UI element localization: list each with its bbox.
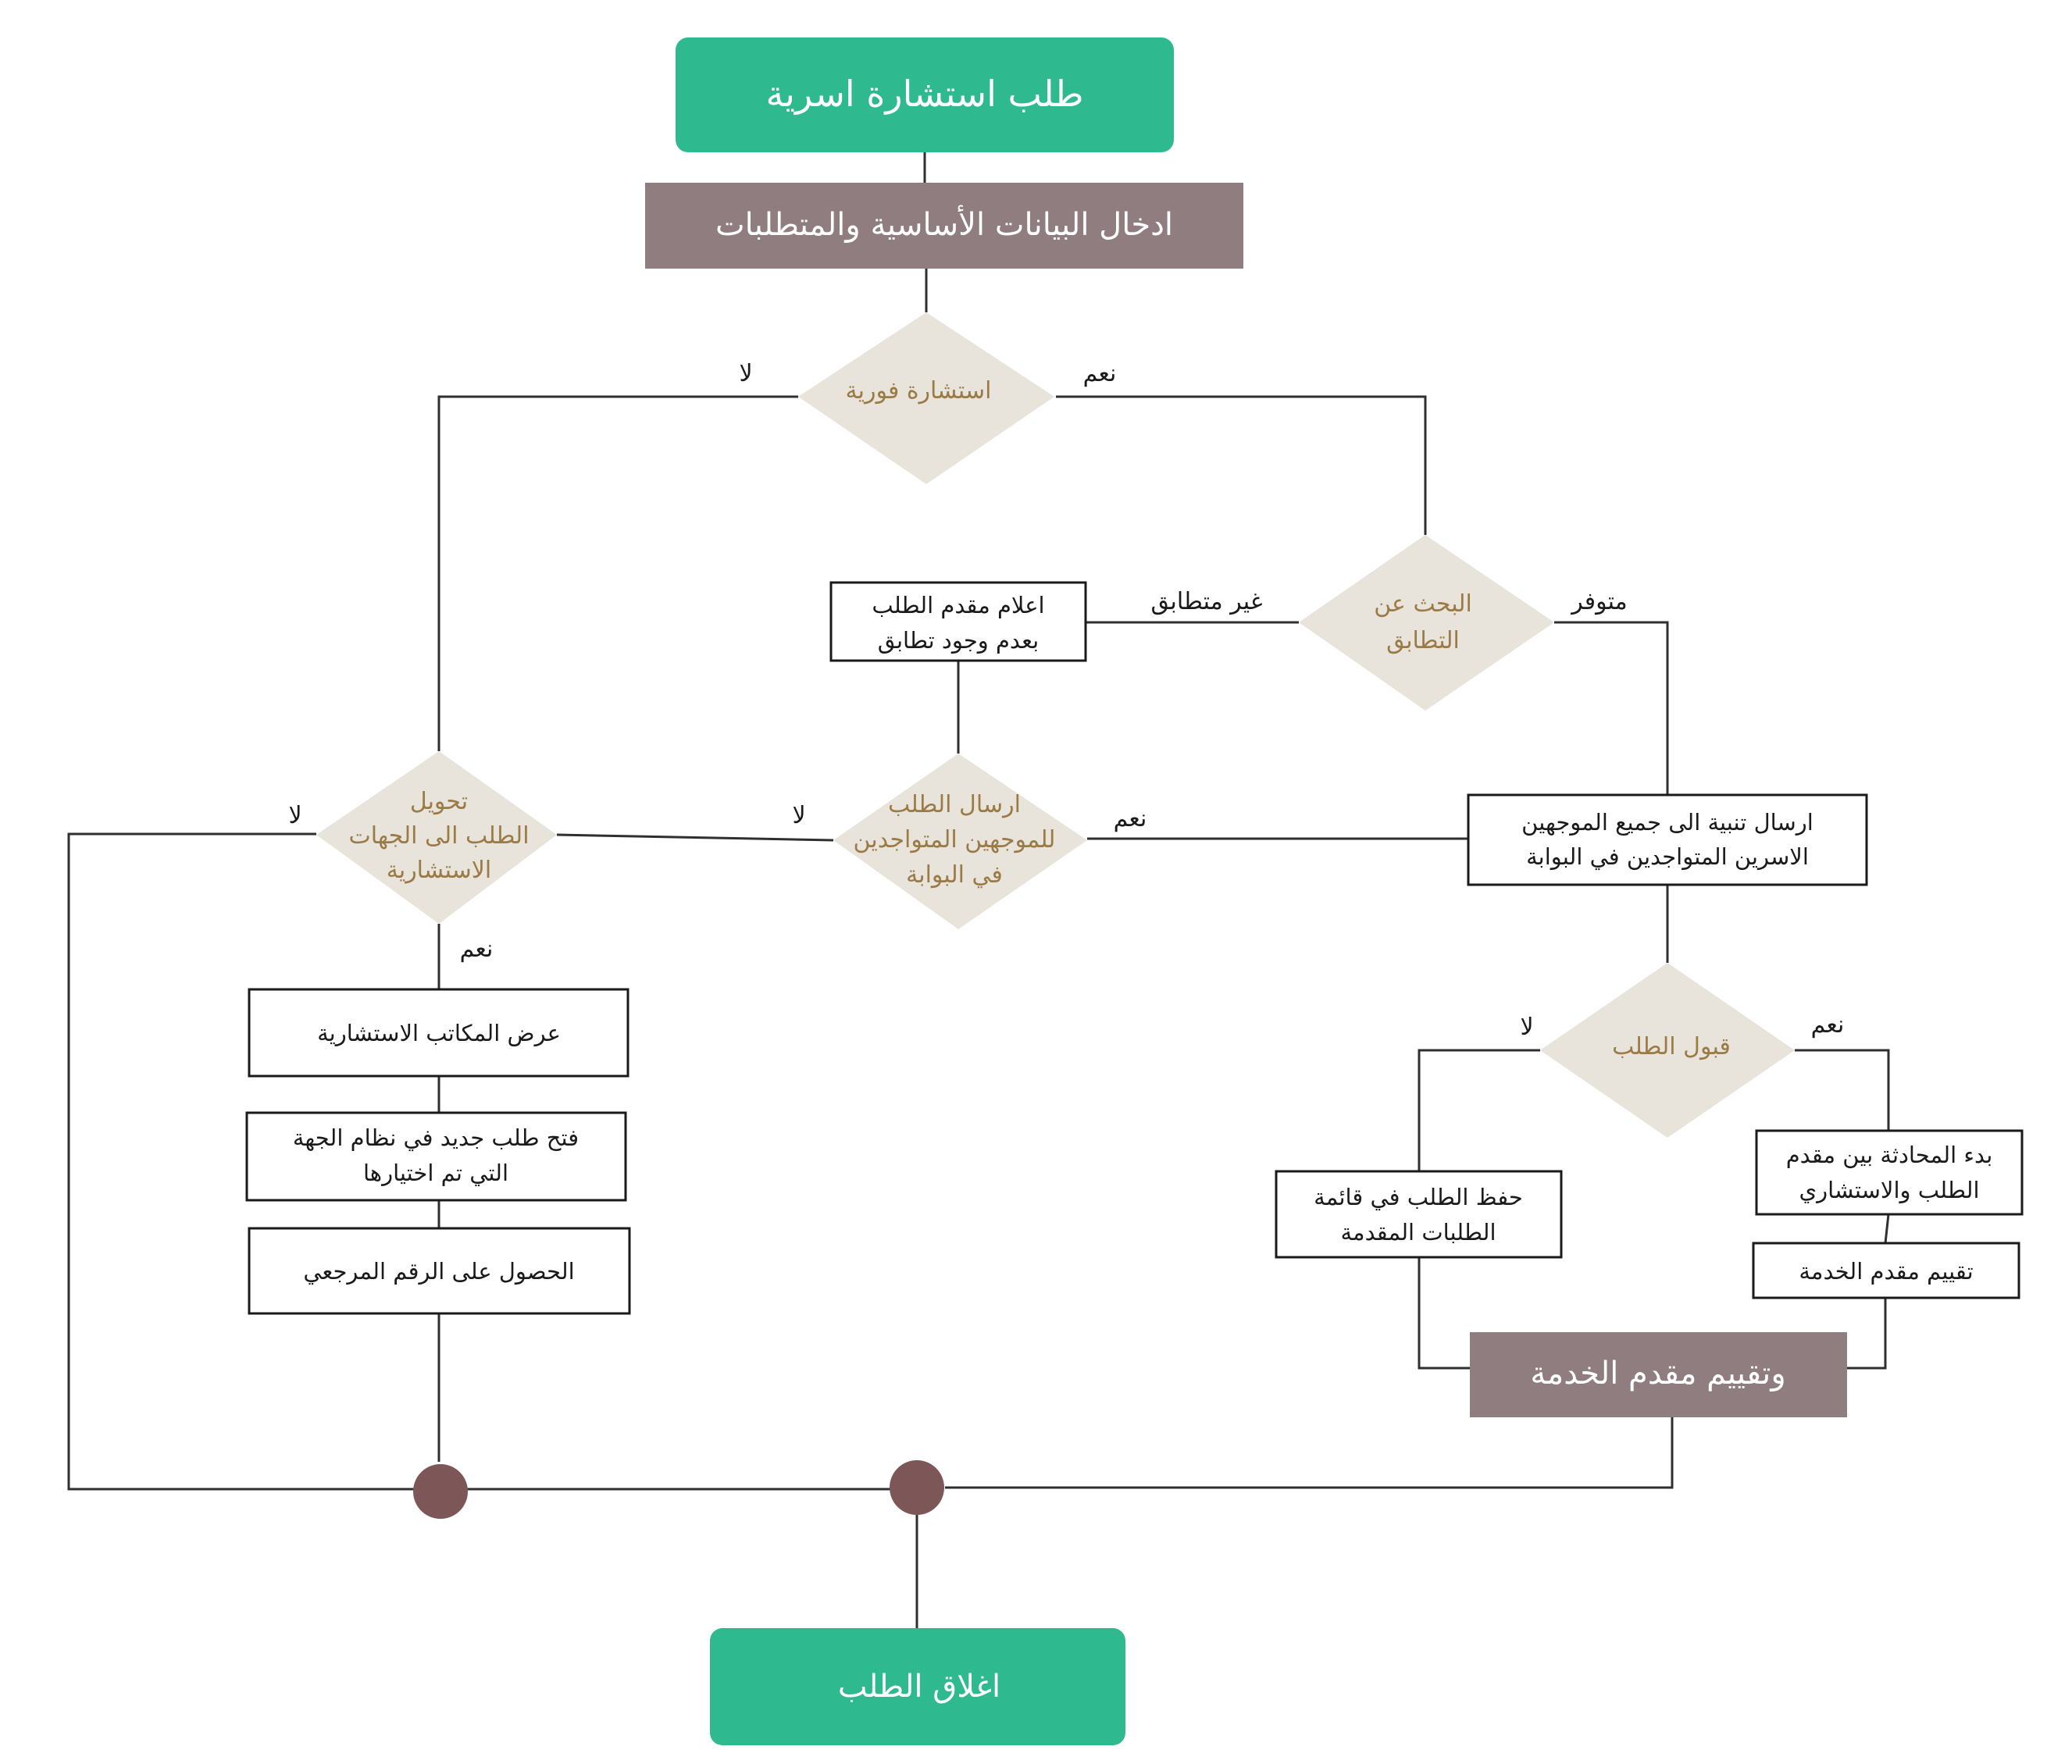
alert-all-counselors-box-shape	[1467, 793, 1868, 886]
label-available: متوفر	[1570, 588, 1628, 615]
start-chat-line2: الطلب والاستشاري	[1799, 1177, 1979, 1203]
decision-accept-request-shape	[1540, 963, 1795, 1138]
show-offices-label: عرض المكاتب الاستشارية	[317, 1020, 561, 1046]
get-reference-number-box-shape	[248, 1227, 631, 1315]
open-new-request-box-shape	[245, 1111, 627, 1202]
start-terminal-shape	[676, 37, 1174, 152]
save-request-line1: حفظ الطلب في قائمة	[1314, 1184, 1523, 1211]
decision-matching-search-shape	[1299, 535, 1554, 711]
start-chat-box-shape	[1755, 1129, 2024, 1216]
decision-accept-request-label: قبول الطلب	[1612, 1033, 1731, 1060]
decision-instant-consultation-shape	[798, 312, 1054, 484]
connector-lines	[67, 152, 1890, 1628]
decision-send-request-shape	[833, 754, 1087, 929]
input-data-process-shape	[645, 183, 1243, 269]
start-chat-line1: بدء المحادثة بين مقدم	[1786, 1142, 1993, 1168]
label-transfer-yes: نعم	[460, 935, 494, 963]
alert-all-counselors-line1: ارسال تنبية الى جميع الموجهين	[1521, 809, 1813, 836]
decision-transfer-line1: تحويل	[410, 788, 468, 815]
decision-send-line2: للموجهين المتواجدين	[854, 826, 1056, 853]
decision-matching-search: البحث عن التطابق	[1299, 535, 1554, 711]
label-accept-yes: نعم	[1811, 1011, 1845, 1039]
label-transfer-no: لا	[288, 802, 301, 829]
notify-no-match-line2: بعدم وجود تطابق	[878, 627, 1039, 654]
get-reference-number-box: الحصول على الرقم المرجعي	[248, 1227, 631, 1315]
start-terminal-label: طلب استشارة اسرية	[766, 73, 1084, 116]
decision-instant-consultation: استشارة فورية	[798, 312, 1054, 484]
save-request-line2: الطلبات المقدمة	[1340, 1219, 1496, 1245]
rate-provider-process-label: وتقييم مقدم الخدمة	[1530, 1356, 1785, 1392]
rate-provider-box: تقييم مقدم الخدمة	[1752, 1242, 2020, 1299]
junction-right	[890, 1460, 944, 1515]
label-accept-no: لا	[1520, 1014, 1533, 1041]
open-new-request-line1: فتح طلب جديد في نظام الجهة	[293, 1124, 579, 1152]
rate-provider-process: وتقييم مقدم الخدمة	[1470, 1332, 1847, 1417]
show-offices-box: عرض المكاتب الاستشارية	[248, 988, 629, 1078]
decision-send-request: ارسال الطلب للموجهين المتواجدين في البوا…	[833, 754, 1087, 929]
end-terminal: اغلاق الطلب	[710, 1628, 1125, 1745]
label-send-yes: نعم	[1114, 805, 1147, 832]
end-terminal-shape	[710, 1628, 1125, 1745]
junction-left	[413, 1464, 468, 1519]
save-request-box: حفظ الطلب في قائمة الطلبات المقدمة	[1275, 1170, 1563, 1259]
decision-matching-search-line1: البحث عن	[1374, 590, 1472, 618]
label-instant-yes: نعم	[1083, 360, 1117, 387]
notify-no-match-line1: اعلام مقدم الطلب	[872, 592, 1044, 618]
rate-provider-box-shape	[1752, 1242, 2020, 1299]
start-chat-box: بدء المحادثة بين مقدم الطلب والاستشاري	[1755, 1129, 2024, 1216]
decision-send-line1: ارسال الطلب	[888, 791, 1021, 818]
alert-all-counselors-line2: الاسرين المتواجدين في البوابة	[1526, 843, 1809, 871]
get-reference-number-label: الحصول على الرقم المرجعي	[303, 1258, 574, 1285]
decision-transfer-line2: الطلب الى الجهات	[348, 822, 529, 850]
label-not-matching: غير متطابق	[1150, 588, 1262, 615]
save-request-box-shape	[1275, 1170, 1563, 1259]
label-instant-no: لا	[739, 360, 752, 387]
input-data-process-label: ادخال البيانات الأساسية والمتطلبات	[715, 205, 1173, 243]
open-new-request-box: فتح طلب جديد في نظام الجهة التي تم اختيا…	[245, 1111, 627, 1202]
branch-labels: لا نعم غير متطابق متوفر لا نعم لا نعم لا…	[288, 360, 1844, 1041]
alert-all-counselors-box: ارسال تنبية الى جميع الموجهين الاسرين ال…	[1467, 793, 1868, 886]
end-terminal-label: اغلاق الطلب	[838, 1669, 1000, 1705]
rate-provider-process-shape	[1470, 1332, 1847, 1417]
show-offices-box-shape	[248, 988, 629, 1078]
decision-accept-request: قبول الطلب	[1540, 963, 1795, 1138]
decision-transfer-request-shape	[316, 751, 557, 924]
notify-no-match-box: اعلام مقدم الطلب بعدم وجود تطابق	[829, 581, 1087, 662]
rate-provider-label: تقييم مقدم الخدمة	[1799, 1258, 1973, 1285]
decision-transfer-line3: الاستشارية	[387, 857, 491, 884]
decision-transfer-request: تحويل الطلب الى الجهات الاستشارية	[316, 751, 557, 924]
input-data-process: ادخال البيانات الأساسية والمتطلبات	[645, 183, 1243, 269]
notify-no-match-box-shape	[829, 581, 1087, 662]
decision-matching-search-line2: التطابق	[1386, 627, 1460, 654]
decision-send-line3: في البوابة	[906, 861, 1003, 889]
decision-instant-consultation-label: استشارة فورية	[846, 377, 992, 404]
start-terminal: طلب استشارة اسرية	[676, 37, 1174, 152]
open-new-request-line2: التي تم اختيارها	[363, 1160, 508, 1187]
label-send-no: لا	[792, 802, 805, 829]
